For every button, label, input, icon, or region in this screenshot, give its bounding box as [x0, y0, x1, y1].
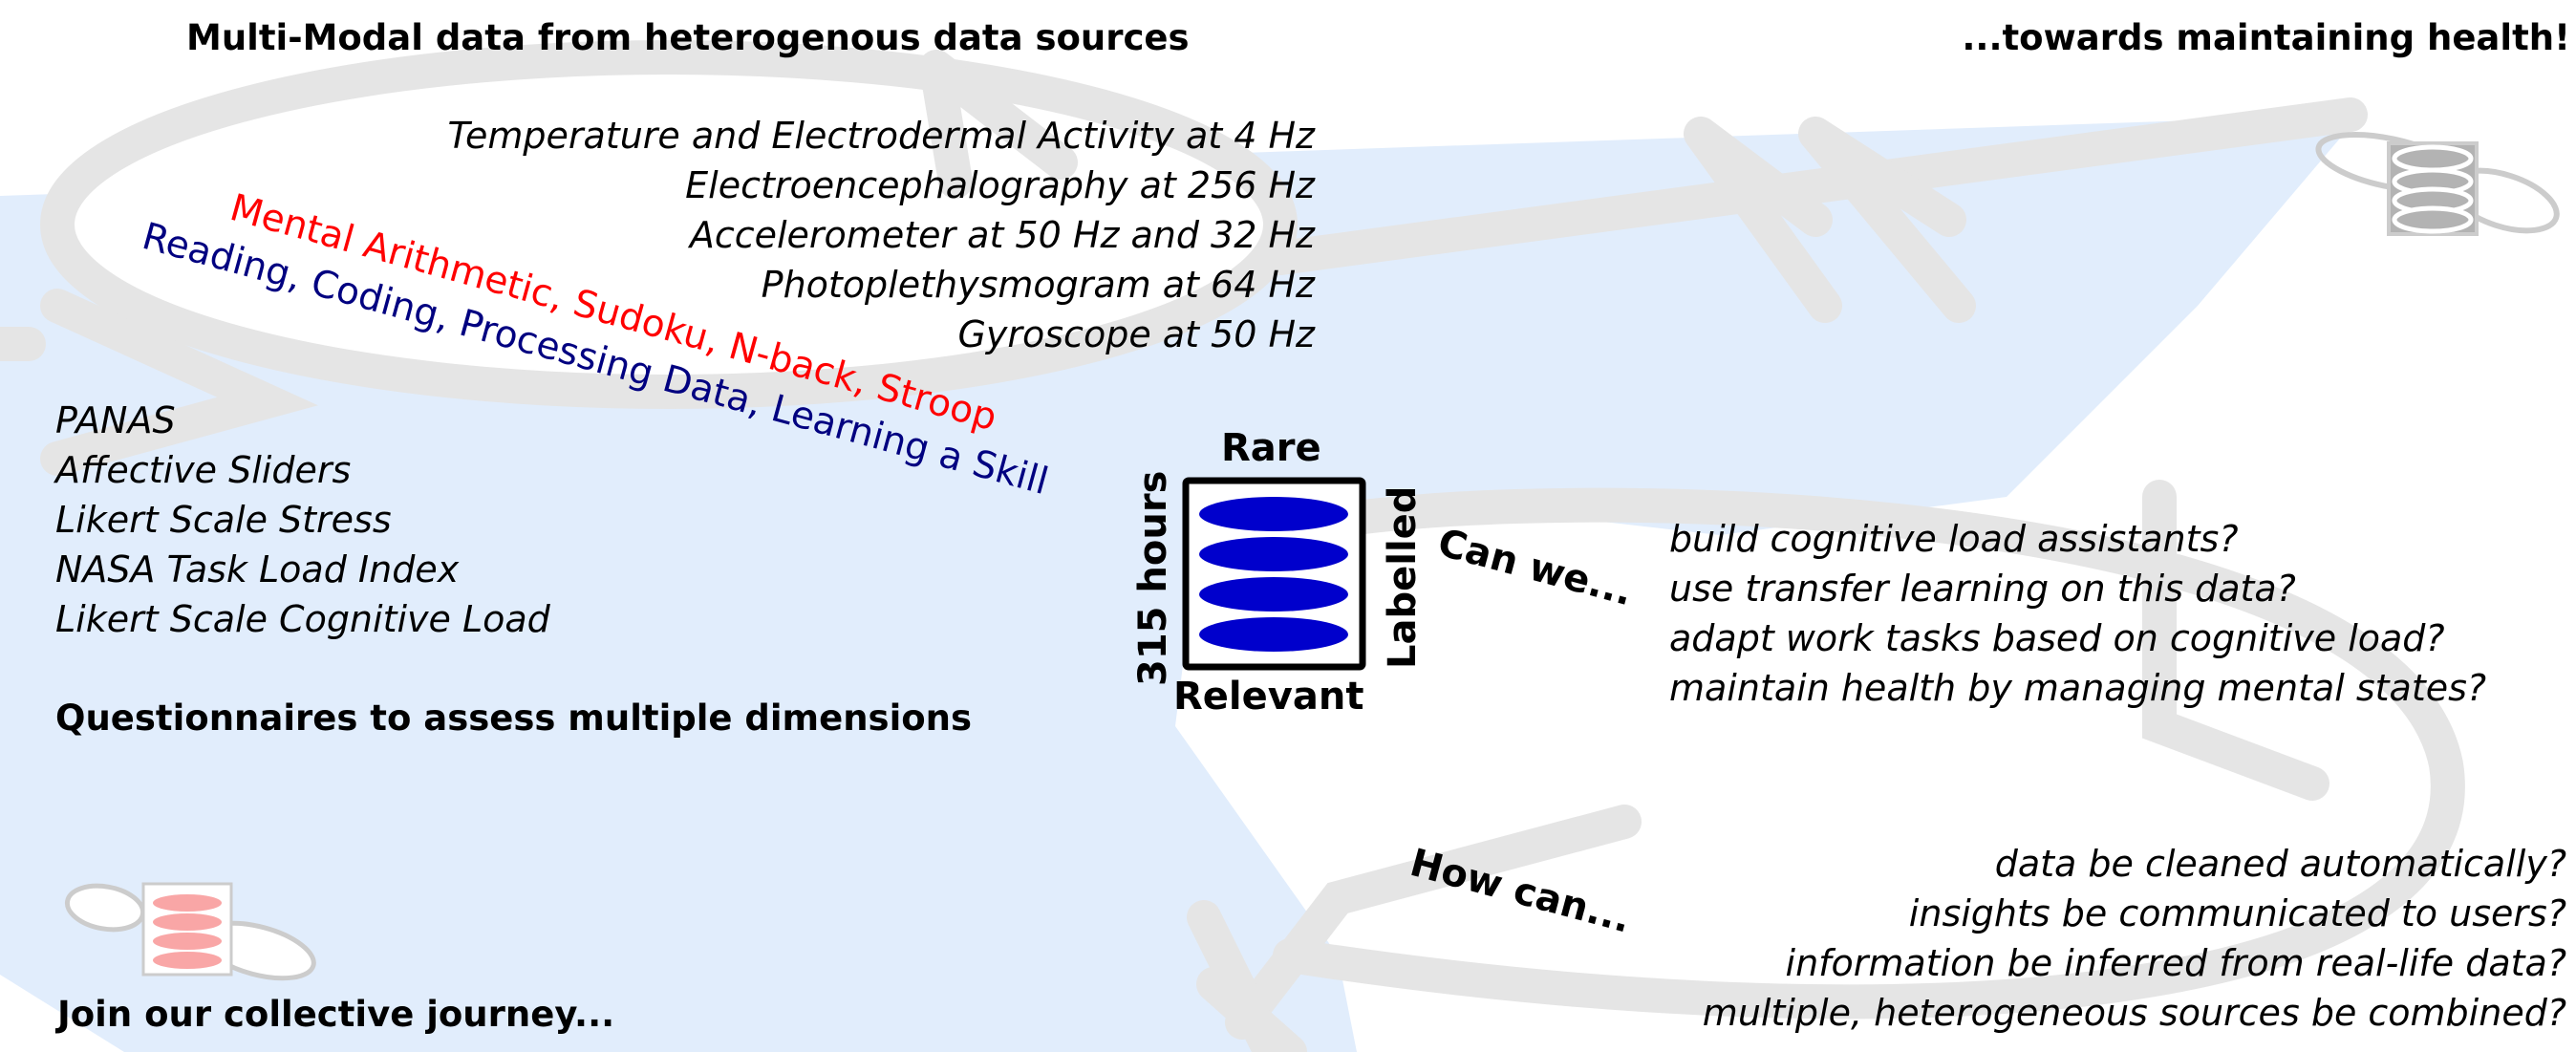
question-item: build cognitive load assistants? [1669, 518, 2239, 560]
sensor-list: Temperature and Electrodermal Activity a… [447, 111, 1315, 359]
questionnaire-item: Likert Scale Stress [55, 499, 392, 541]
header-right: ...towards maintaining health! [1962, 17, 2570, 58]
sensor-item: Electroencephalography at 256 Hz [685, 164, 1315, 206]
dataset-label-rare: Rare [1221, 426, 1321, 470]
dataset-label-labelled: Labelled [1381, 485, 1425, 669]
question-item: information be inferred from real-life d… [1785, 942, 2566, 984]
header-left: Multi-Modal data from heterogenous data … [186, 17, 1190, 58]
health-database-icon [2315, 131, 2560, 236]
inner-white-loop [57, 57, 1280, 392]
loop-arrow [40, 40, 1298, 409]
question-item: maintain health by managing mental state… [1669, 667, 2487, 709]
dataset-label-relevant: Relevant [1173, 675, 1364, 719]
question-item: data be cleaned automatically? [1994, 843, 2566, 885]
top-arrow [0, 97, 2368, 361]
questionnaire-item: NASA Task Load Index [55, 548, 460, 590]
questionnaire-item: PANAS [55, 399, 176, 441]
lower-loop [1254, 487, 2465, 1020]
footer-text: Join our collective journey... [57, 994, 615, 1035]
question-item: adapt work tasks based on cognitive load… [1669, 617, 2445, 659]
questionnaire-caption: Questionnaires to assess multiple dimens… [55, 698, 973, 739]
dataset-icon [1182, 477, 1366, 671]
sensor-item: Accelerometer at 50 Hz and 32 Hz [689, 214, 1315, 256]
sensor-item: Temperature and Electrodermal Activity a… [447, 115, 1315, 157]
questionnaire-item: Affective Sliders [55, 449, 352, 491]
sensor-item: Photoplethysmogram at 64 Hz [761, 264, 1315, 306]
question-item: multiple, heterogeneous sources be combi… [1702, 992, 2566, 1034]
questionnaire-item: Likert Scale Cognitive Load [55, 598, 550, 640]
how-can-list: data be cleaned automatically? insights … [1703, 839, 2566, 1038]
can-we-list: build cognitive load assistants? use tra… [1669, 514, 2486, 713]
sensor-item: Gyroscope at 50 Hz [957, 313, 1315, 355]
arrows [0, 40, 2465, 1052]
dataset-label-hours: 315 hours [1131, 470, 1175, 686]
question-item: insights be communicated to users? [1908, 892, 2566, 934]
questionnaire-list: PANAS Affective Sliders Likert Scale Str… [55, 396, 550, 644]
question-item: use transfer learning on this data? [1669, 568, 2296, 610]
journey-database-icon [64, 882, 316, 981]
